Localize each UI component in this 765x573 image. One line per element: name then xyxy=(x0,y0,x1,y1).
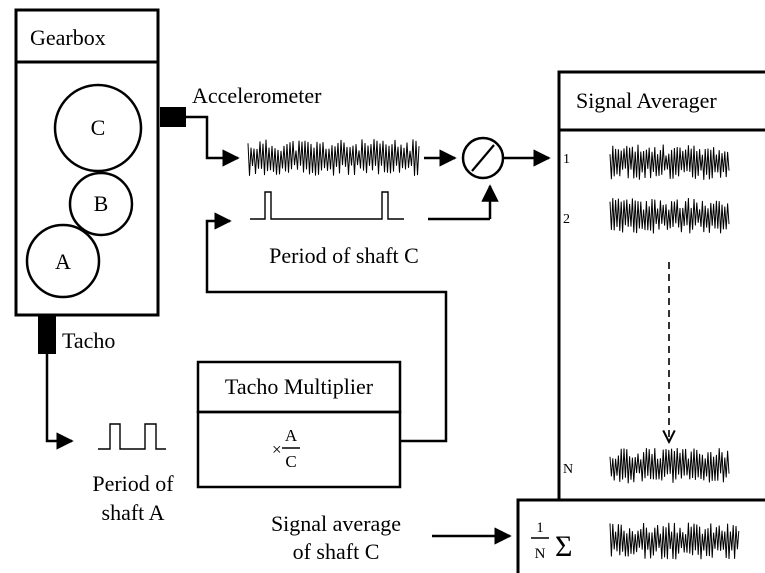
period-shaft-c-label: Period of shaft C xyxy=(269,243,419,268)
multiplier-feedback-connector xyxy=(205,212,448,443)
tacho-multiplier-body xyxy=(196,410,402,489)
gear-c xyxy=(53,83,143,173)
gear-b-label: B xyxy=(94,191,109,216)
signal-average-label-line2: of shaft C xyxy=(293,539,380,564)
gear-a-label: A xyxy=(55,249,71,274)
average-numerator: 1 xyxy=(536,520,544,536)
gear-a xyxy=(25,223,101,299)
gearbox: Gearbox C B A xyxy=(14,8,160,317)
shaft-c-pulse-train xyxy=(250,191,404,220)
tacho-connector xyxy=(45,354,74,450)
accelerometer-sensor xyxy=(160,107,186,127)
sum-symbol: Σ xyxy=(555,530,572,563)
averager-row-1-waveform xyxy=(609,144,730,180)
signal-averager-body xyxy=(557,128,765,502)
multiply-symbol: × xyxy=(272,440,282,459)
tacho-multiplier-title: Tacho Multiplier xyxy=(225,374,374,399)
gear-c-label: C xyxy=(91,115,106,140)
period-shaft-a-label-line1: Period of xyxy=(92,471,174,496)
average-result-box xyxy=(516,498,765,573)
signal-averager: Signal Averager 1 2 N xyxy=(557,70,765,502)
divider-slash-icon xyxy=(471,144,495,172)
signal-averager-title: Signal Averager xyxy=(576,88,717,113)
shaft-a-pulse-train xyxy=(98,423,166,450)
accelerometer-connector xyxy=(186,115,240,167)
averaged-waveform xyxy=(609,522,740,560)
averager-row-n-label: N xyxy=(563,462,573,477)
signal-average-label-line1: Signal average xyxy=(271,511,401,536)
tacho-sensor xyxy=(38,316,56,354)
accelerometer-label: Accelerometer xyxy=(192,83,322,108)
tacho-multiplier: Tacho Multiplier × A C xyxy=(196,360,402,489)
averager-row-2-waveform xyxy=(609,197,730,234)
gearbox-body xyxy=(14,60,160,317)
ratio-numerator: A xyxy=(285,426,298,445)
raw-vibration-waveform xyxy=(247,139,420,176)
tacho-label: Tacho xyxy=(62,328,115,353)
averager-row-2-label: 2 xyxy=(563,212,570,227)
averager-row-1-label: 1 xyxy=(563,152,570,167)
ratio-denominator: C xyxy=(285,452,296,471)
averager-row-n-waveform xyxy=(609,447,730,484)
period-shaft-a-label-line2: shaft A xyxy=(102,500,165,525)
average-denominator: N xyxy=(535,546,546,562)
average-result: 1 N Σ xyxy=(516,498,765,573)
gear-b xyxy=(68,171,134,237)
gearbox-title: Gearbox xyxy=(30,25,106,50)
